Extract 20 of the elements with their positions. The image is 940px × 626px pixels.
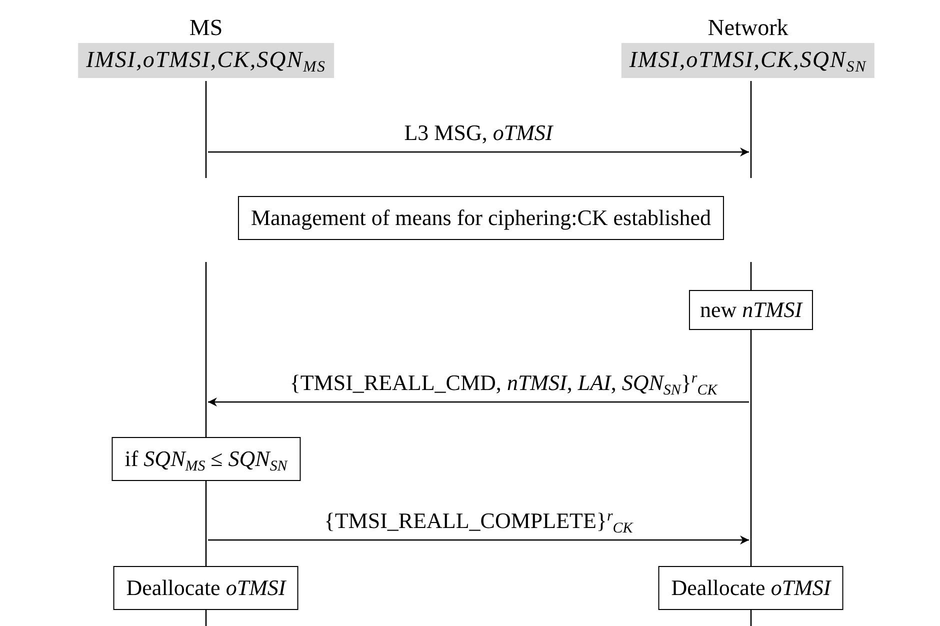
message-arrow — [208, 148, 749, 156]
process-box: Deallocate oTMSI — [113, 566, 299, 610]
lifeline — [749, 81, 753, 178]
lifeline — [204, 81, 208, 178]
lifeline — [749, 262, 753, 290]
participant-label: MS — [188, 15, 224, 42]
lifeline — [749, 330, 753, 566]
lifeline — [749, 610, 753, 626]
lifeline — [204, 481, 208, 566]
process-box: if SQN$_{MS}$ ≤ SQN$_{SN}$ — [112, 437, 300, 481]
process-box: Management of means for ciphering:CK established — [238, 196, 724, 240]
state-values: IMSI,oTMSI,CK,SQN$_{SN}$ — [629, 47, 867, 72]
process-box: Deallocate oTMSI — [658, 566, 844, 610]
message-arrow — [208, 398, 749, 406]
state-values: IMSI,oTMSI,CK,SQN$_{MS}$ — [86, 47, 326, 72]
lifeline — [204, 610, 208, 626]
participant-label: Network — [706, 15, 790, 42]
lifeline — [204, 262, 208, 437]
message-arrow — [208, 536, 749, 544]
process-box: new nTMSI — [688, 290, 814, 330]
